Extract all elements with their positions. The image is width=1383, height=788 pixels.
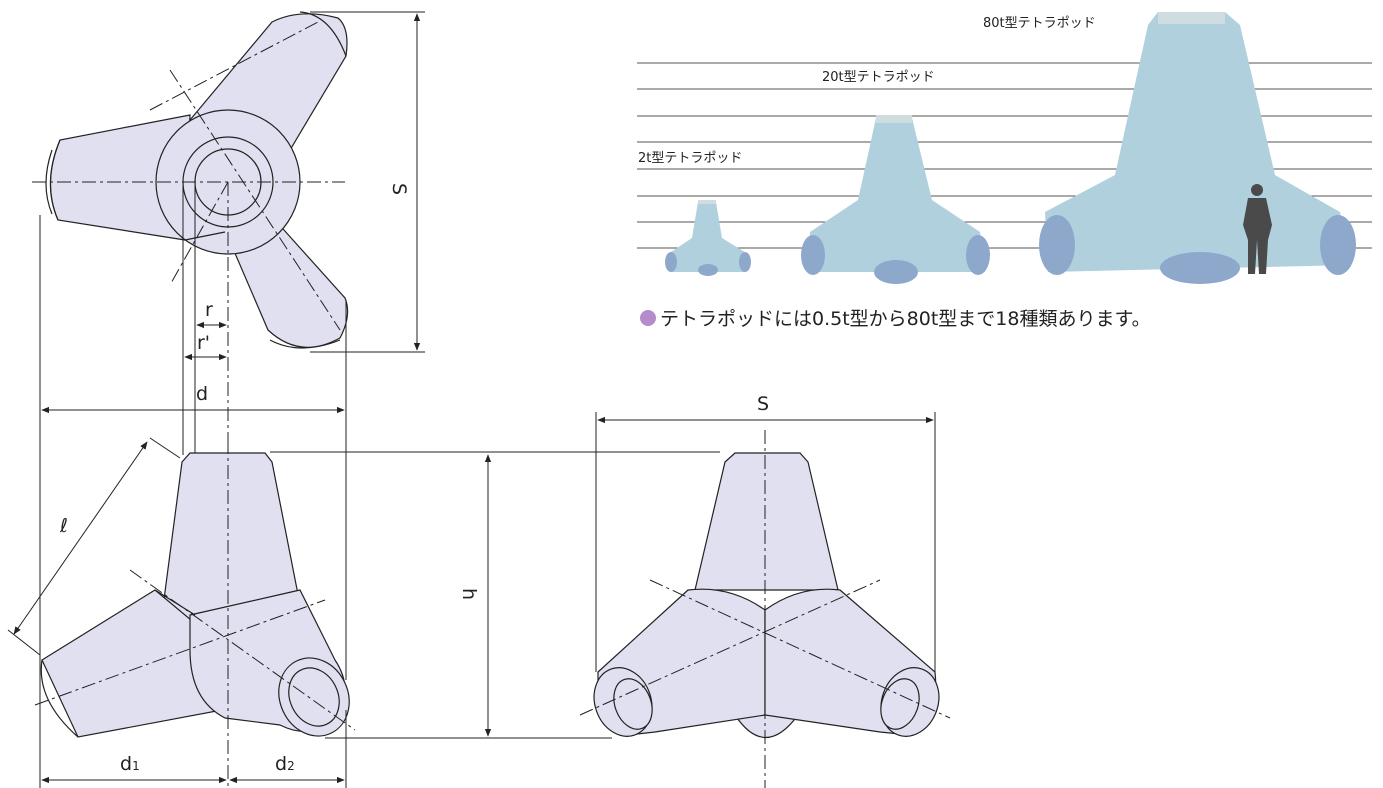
dim-l xyxy=(7,437,181,656)
caption: テトラポッドには0.5t型から80t型まで18種類あります。 xyxy=(660,308,1151,330)
front-view-right xyxy=(593,452,940,739)
front-right-centerlines xyxy=(579,430,951,788)
label-20t: 20t型テトラポッド xyxy=(822,70,935,85)
front-left-centerlines xyxy=(34,440,356,788)
dim-S-top xyxy=(310,11,425,353)
label-l: ℓ xyxy=(59,515,68,537)
caption-bullet xyxy=(640,310,656,326)
label-2t: 2t型テトラポッド xyxy=(638,151,742,166)
top-view-arm-lower xyxy=(224,219,349,348)
tetrapod-2t xyxy=(665,200,751,276)
front-view-left xyxy=(40,452,350,738)
label-S-top: S xyxy=(388,183,410,195)
label-r-prime: r' xyxy=(197,332,210,354)
label-d: d xyxy=(196,383,208,405)
dim-h xyxy=(270,451,720,739)
dim-S-front xyxy=(595,412,936,672)
label-d2: d2 xyxy=(275,753,295,775)
person-silhouette xyxy=(1243,184,1272,274)
label-80t: 80t型テトラポッド xyxy=(983,16,1096,31)
size-comparison: 80t型テトラポッド 20t型テトラポッド 2t型テトラポッド xyxy=(637,12,1372,284)
label-h: h xyxy=(458,588,480,600)
top-view-centerlines xyxy=(32,21,345,450)
tetrapod-20t xyxy=(801,115,990,284)
top-view xyxy=(45,11,349,349)
label-r: r xyxy=(205,299,213,321)
dim-d1-d2 xyxy=(41,710,347,788)
label-S-front: S xyxy=(757,393,769,415)
label-d1: d1 xyxy=(120,753,140,775)
tetrapod-80t xyxy=(1039,12,1356,284)
